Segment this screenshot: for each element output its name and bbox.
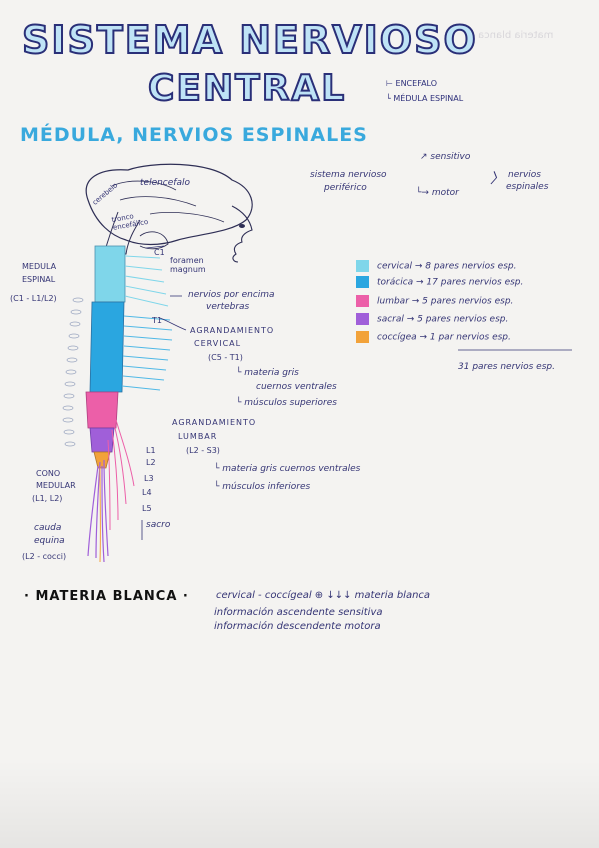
label-cono-range: (L1, L2): [32, 494, 63, 503]
nerve-lines-cervical: [124, 255, 169, 307]
materia-blanca-text1: cervical - coccígeal ⊕ ↓↓↓ materia blanc…: [216, 590, 431, 601]
annot-lumbar-item2: └ músculos inferiores: [214, 482, 311, 492]
legend-row-sacral: sacral → 5 pares nervios esp.: [356, 313, 508, 325]
label-cono-medular: CONO MEDULAR: [36, 469, 76, 490]
annot-vertebras: vertebras: [206, 302, 250, 312]
swatch-sacral: [356, 313, 369, 325]
annot-l1: L1: [146, 446, 156, 455]
annot-l3: L3: [144, 474, 154, 483]
nerve-lines-lumbar: [107, 419, 135, 531]
snp-motor: └→ motor: [416, 188, 459, 198]
swatch-cervical: [356, 260, 369, 272]
snp-label-2: periférico: [324, 183, 367, 193]
materia-blanca-text3: información descendente motora: [214, 621, 381, 632]
legend-row-toracica: torácica → 17 pares nervios esp.: [356, 276, 523, 288]
legend-row-coccigea: coccígea → 1 par nervios esp.: [356, 331, 511, 343]
annot-agr-cervical-2: CERVICAL: [194, 339, 242, 348]
annot-agr-lumbar-1: AGRANDAMIENTO: [172, 418, 257, 427]
segment-thoracic: [89, 301, 125, 393]
brain-outline: [85, 163, 253, 246]
label-cauda-equina: cauda equina: [34, 523, 65, 546]
nerve-lines-sacral: [87, 459, 109, 563]
annot-sacro: sacro: [146, 520, 171, 530]
materia-blanca-label: · MATERIA BLANCA ·: [24, 589, 189, 604]
legend-row-lumbar: lumbar → 5 pares nervios esp.: [356, 295, 513, 307]
annot-agr-lumbar-range: (L2 - S3): [186, 446, 220, 455]
page-title-line2: CENTRAL: [147, 67, 347, 110]
annot-cervical-item2: └ músculos superiores: [236, 398, 337, 408]
swatch-lumbar: [356, 295, 369, 307]
vertebrae-left: [62, 297, 84, 447]
annot-l2: L2: [146, 458, 156, 467]
label-cauda-range: (L2 - cocci): [22, 552, 67, 561]
annot-l5: L5: [142, 504, 152, 513]
annot-agr-cervical-1: AGRANDAMIENTO: [190, 326, 275, 335]
legend-row-cervical: cervical → 8 pares nervios esp.: [356, 260, 516, 272]
annot-agr-lumbar-2: LUMBAR: [178, 432, 218, 441]
annot-t1: T1: [152, 316, 162, 325]
label-c1: C1: [154, 248, 165, 257]
snp-nervios-2: espinales: [506, 182, 549, 192]
label-foramen: foramen magnum: [170, 256, 206, 274]
snp-label-1: sistema nervioso: [310, 170, 387, 180]
label-medula-range: (C1 - L1/L2): [10, 294, 57, 303]
label-medula-espinal: MEDULA ESPINAL: [22, 262, 57, 284]
snp-brace: 〉: [490, 171, 504, 187]
annot-l4: L4: [142, 488, 152, 497]
segment-sacral: [89, 427, 115, 453]
materia-blanca-text2: información ascendente sensitiva: [214, 607, 383, 618]
title-branch-medula: └ MÉDULA ESPINAL: [386, 94, 464, 103]
swatch-coccigea: [356, 331, 369, 343]
legend-total: 31 pares nervios esp.: [458, 362, 555, 372]
paper-shadow: [0, 760, 599, 848]
annot-cervical-item1b: cuernos ventrales: [256, 382, 337, 392]
page-title-line1: SISTEMA NERVIOSO: [21, 17, 478, 63]
annot-agr-cervical-range: (C5 - T1): [208, 353, 243, 362]
swatch-toracica: [356, 276, 369, 288]
snp-nervios-1: nervios: [508, 170, 541, 180]
snp-sensitivo: ↗ sensitivo: [420, 152, 471, 162]
segment-cervical: [94, 245, 126, 303]
annot-lumbar-item1: └ materia gris cuernos ventrales: [214, 464, 361, 474]
annot-nervios-encima: nervios por encima: [188, 290, 275, 300]
section-title: MÉDULA, NERVIOS ESPINALES: [20, 124, 368, 146]
segment-coccygeal: [93, 451, 111, 469]
annot-cervical-item1: └ materia gris: [236, 368, 299, 378]
nerve-lines-thoracic: [121, 315, 173, 391]
title-branch-encefalo: ⊢ ENCEFALO: [386, 79, 438, 88]
face-profile: [231, 205, 253, 263]
segment-lumbar: [85, 391, 119, 429]
label-telencefalo: telencefalo: [140, 178, 190, 188]
